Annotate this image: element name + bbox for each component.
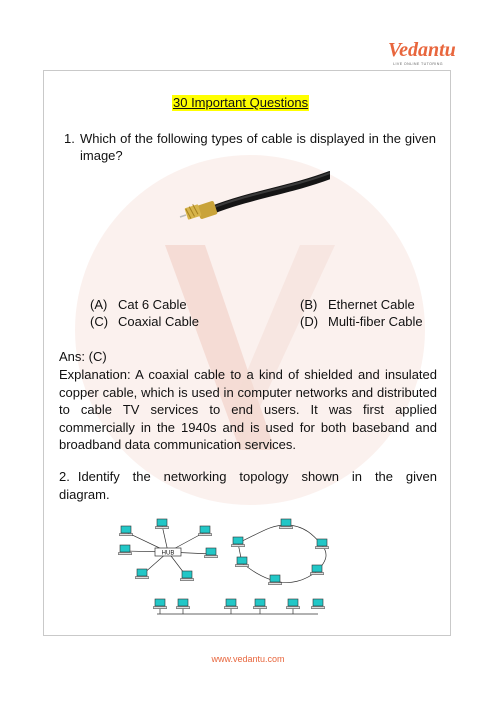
hub-label: HUB [162, 551, 175, 557]
question-number: 1. [64, 131, 75, 146]
coaxial-cable-image [179, 171, 330, 220]
footer-url[interactable]: www.vedantu.com [211, 654, 285, 664]
explanation-text: Explanation: A coaxial cable to a kind o… [59, 367, 437, 452]
option-letter: (B) [300, 297, 318, 312]
question-text-line2: diagram. [59, 487, 110, 502]
option-text: Multi-fiber Cable [328, 314, 423, 329]
question-number: 2. [59, 469, 70, 484]
question-text-line1: Identify the networking topology shown i… [77, 469, 437, 484]
logo-wordmark: Vedantu [388, 39, 456, 61]
question-1: 1. Which of the following types of cable… [64, 130, 436, 164]
option-text: Ethernet Cable [328, 297, 415, 312]
option-letter: (C) [90, 314, 109, 329]
page-frame [43, 70, 451, 636]
option-letter: (A) [90, 297, 108, 312]
option-letter: (D) [300, 314, 319, 329]
option-a[interactable]: (A) Cat 6 Cable [90, 296, 187, 313]
option-b[interactable]: (B) Ethernet Cable [300, 296, 415, 313]
network-topology-diagram: HUB [118, 518, 329, 615]
option-c[interactable]: (C) Coaxial Cable [90, 313, 199, 330]
option-d[interactable]: (D) Multi-fiber Cable [300, 313, 423, 330]
question-2: 2. Identify the networking topology show… [59, 468, 437, 504]
page-title: 30 Important Questions [172, 95, 310, 111]
vedantu-logo: Vedantu LIVE ONLINE TUTORING [388, 39, 456, 66]
option-text: Cat 6 Cable [118, 297, 187, 312]
option-text: Coaxial Cable [118, 314, 199, 329]
answer-line: Ans: (C) [59, 349, 107, 364]
logo-tagline: LIVE ONLINE TUTORING [393, 62, 443, 66]
question-text: Which of the following types of cable is… [80, 131, 436, 163]
